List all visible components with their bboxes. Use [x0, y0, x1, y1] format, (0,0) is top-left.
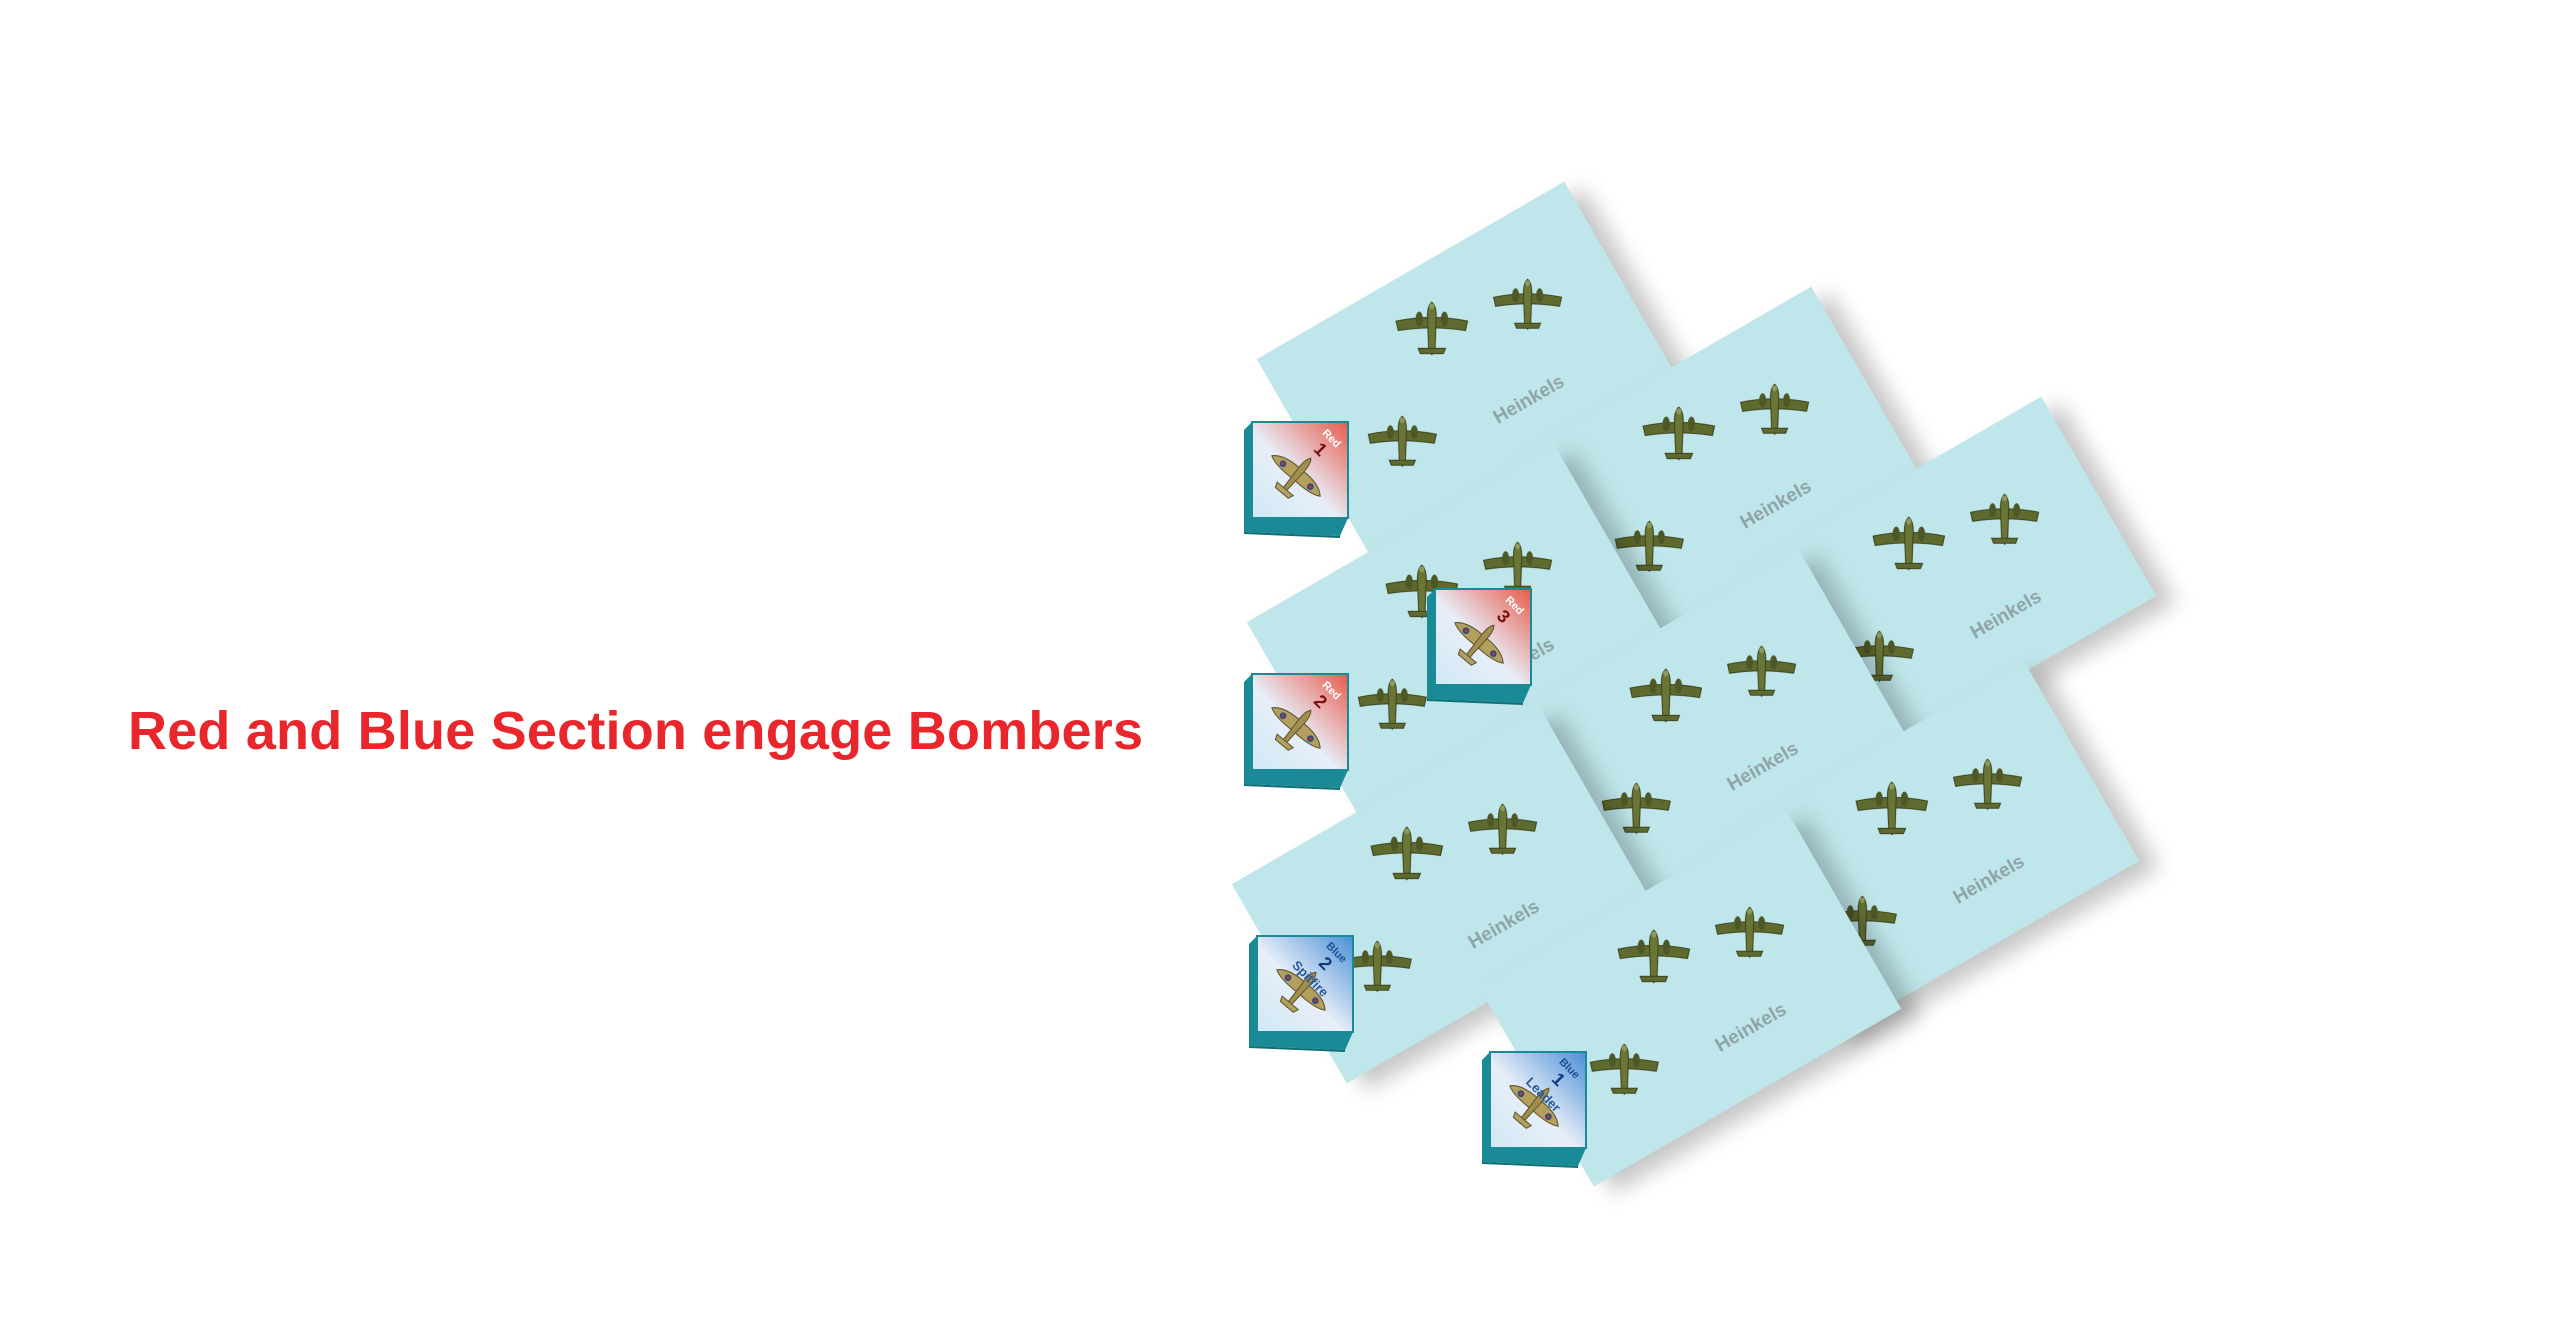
bomber-icon: [1844, 630, 1914, 683]
bomber-card[interactable]: Heinkels: [1256, 181, 1680, 559]
counter-edge: [1244, 532, 1340, 538]
bomber-icon: [1614, 520, 1684, 573]
counter-side: [1482, 1052, 1586, 1166]
card-face: [1256, 181, 1680, 559]
bomber-icon: [1953, 758, 2023, 811]
spitfire-icon: [1276, 969, 1326, 1013]
spitfire-icon: [1271, 455, 1321, 499]
counter-edge: [1482, 1162, 1578, 1168]
bomber-icon: [1395, 301, 1469, 356]
counter-edge: [1427, 699, 1523, 705]
bomber-icon: [1970, 493, 2040, 546]
counter-side: [1249, 936, 1353, 1050]
counter-side: [1244, 674, 1348, 788]
bomber-icon: [1872, 516, 1946, 571]
counter-side: [1427, 589, 1531, 703]
counter-edge: [1249, 1046, 1345, 1052]
counter-side: [1244, 422, 1348, 536]
bomber-icon: [1727, 645, 1797, 698]
bomber-icon: [1629, 668, 1703, 723]
bomber-icon: [1715, 906, 1785, 959]
bomber-icon: [1740, 383, 1810, 436]
counter-face: [1256, 935, 1354, 1033]
bomber-icon: [1342, 940, 1412, 993]
bomber-icon: [1357, 678, 1427, 731]
bomber-icon: [1642, 406, 1716, 461]
bomber-icon: [1855, 781, 1929, 836]
scene-caption: Red and Blue Section engage Bombers: [128, 701, 1144, 761]
bomber-icon: [1493, 278, 1563, 331]
bomber-icon: [1370, 826, 1444, 881]
bomber-icon: [1617, 929, 1691, 984]
bomber-icon: [1483, 541, 1553, 594]
bomber-icon: [1601, 782, 1671, 835]
counter-edge: [1244, 784, 1340, 790]
bomber-icon: [1589, 1043, 1659, 1096]
spitfire-icon: [1454, 622, 1504, 666]
bomber-icon: [1367, 415, 1437, 468]
bomber-cards: HeinkelsHeinkelsHeinkelsHeinkelsHeinkels…: [1231, 181, 2157, 1187]
spitfire-icon: [1509, 1085, 1559, 1129]
spitfire-icon: [1271, 707, 1321, 751]
bomber-icon: [1468, 803, 1538, 856]
